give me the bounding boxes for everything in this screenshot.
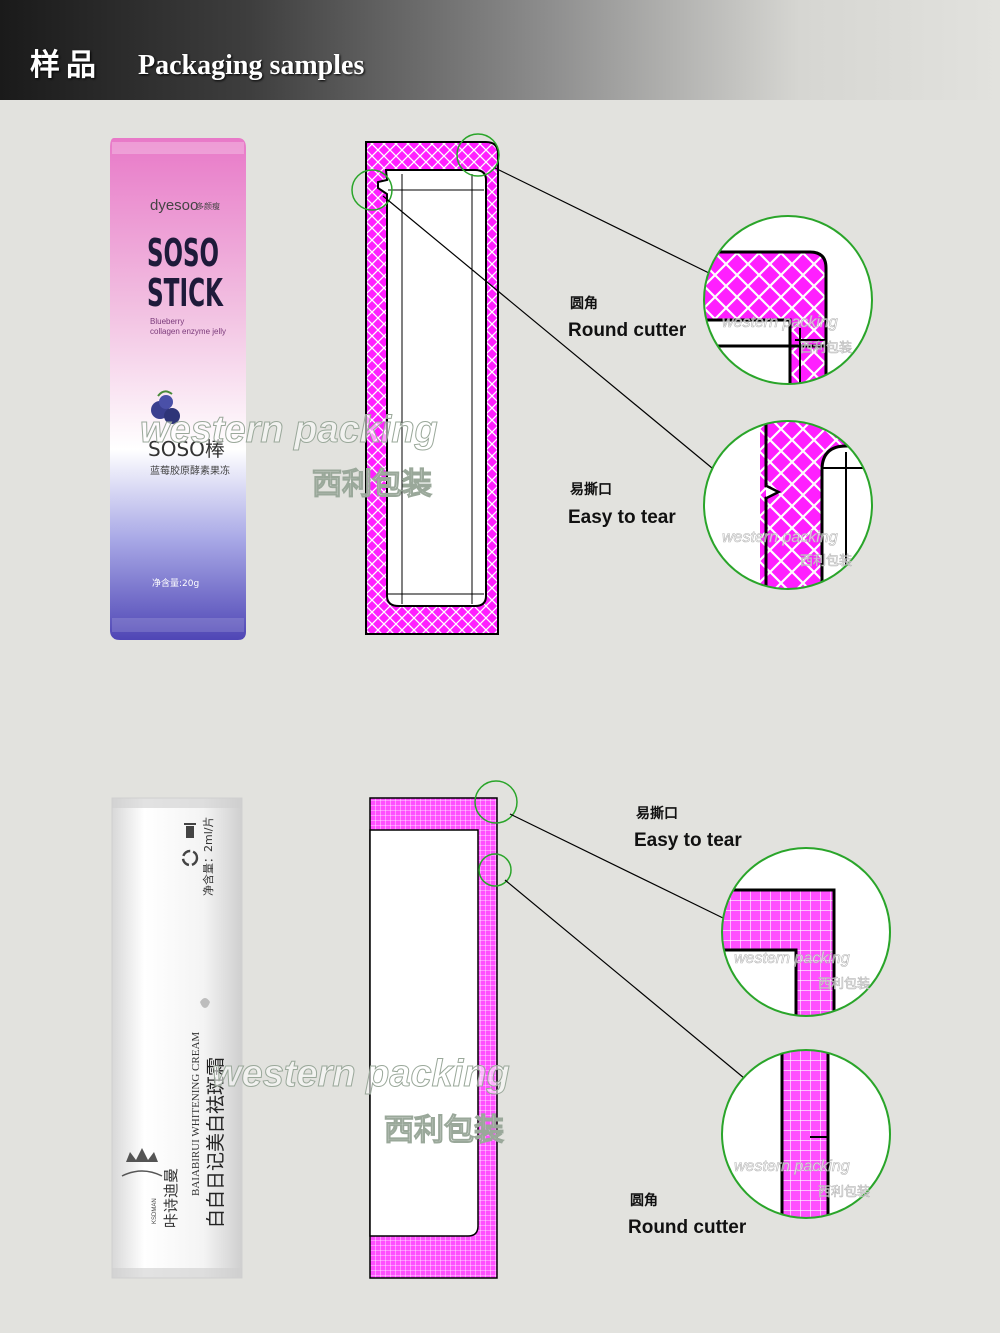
sample1-brand-zh: 多颜瘦 <box>196 201 220 211</box>
svg-text:西利包装: 西利包装 <box>800 554 852 569</box>
sample1-easy-tear-zoom: western packing 西利包装 <box>703 420 873 590</box>
sample1-desc-line1: Blueberry <box>150 317 184 326</box>
blueberry-icon <box>151 390 180 424</box>
sample1-round-cutter-label-en: Round cutter <box>568 320 687 341</box>
sample1-product-line2: STICK <box>147 271 224 315</box>
svg-text:western packing: western packing <box>722 314 838 331</box>
sample1-round-cutter-zoom: western packing 西利包装 <box>703 215 873 385</box>
svg-text:western packing: western packing <box>722 529 838 546</box>
sample2-brand-zh: 咔诗迪曼 <box>162 1168 180 1228</box>
sample2-net-weight: 净含量：2ml/片 <box>201 817 215 896</box>
sample1-product-photo: dyesoo 多颜瘦 SOSO STICK Blueberry collagen… <box>110 138 246 640</box>
sample2-easy-tear-zoom: western packing 西利包装 <box>721 847 891 1017</box>
sample2-easy-tear-label-en: Easy to tear <box>634 830 742 851</box>
sample2-round-cutter-zoom: western packing 西利包装 <box>721 1049 891 1219</box>
sample2-tear-marker <box>474 780 518 824</box>
trash-bin-icon <box>184 823 196 838</box>
sample2-brand-en: KSDMAN <box>152 1198 158 1224</box>
sample2-product-en: BAIABIRUI WHITENING CREAM <box>190 1032 202 1196</box>
drop-icon <box>200 998 210 1008</box>
sample2-product-zh: 白白日记美白祛斑霜 <box>205 1057 227 1228</box>
watermark-zh-bottom: 西利包装 <box>384 1113 504 1148</box>
svg-text:西利包装: 西利包装 <box>818 977 870 992</box>
sample2-product-photo: 净含量：2ml/片 BAIABIRUI WHITENING CREAM 白白日记… <box>111 797 243 1279</box>
sample1-net-weight: 净含量:20g <box>152 577 199 589</box>
sample1-dieline <box>351 133 713 635</box>
sample1-desc-line2: collagen enzyme jelly <box>150 327 226 336</box>
watermark-en-bottom: western packing <box>212 1053 510 1095</box>
sample1-sub-name: SOSO棒 <box>148 437 225 461</box>
sample1-easy-tear-label-zh: 易撕口 <box>570 481 612 498</box>
crown-logo-icon <box>121 1148 163 1177</box>
sample1-brand: dyesoo <box>150 197 198 214</box>
svg-text:西利包装: 西利包装 <box>800 341 852 356</box>
sample2-dieline <box>369 780 745 1279</box>
sample1-easy-tear-label-en: Easy to tear <box>568 507 676 528</box>
sample1-sub-desc: 蓝莓胶原酵素果冻 <box>150 464 230 477</box>
sample2-easy-tear-label-zh: 易撕口 <box>636 805 678 822</box>
sample1-round-cutter-marker <box>456 133 500 177</box>
header-title-en: Packaging samples <box>138 50 365 81</box>
recycle-icon <box>181 849 199 867</box>
sample2-round-cutter-label-zh: 圆角 <box>630 1192 658 1209</box>
sample1-tear-marker <box>351 169 393 211</box>
watermark-zh-top: 西利包装 <box>312 467 432 502</box>
header-title-zh: 样品 <box>30 48 102 83</box>
sample2-round-cutter-label-en: Round cutter <box>628 1217 747 1238</box>
sample1-round-cutter-label-zh: 圆角 <box>570 295 598 312</box>
svg-text:西利包装: 西利包装 <box>818 1185 870 1200</box>
watermark-en-top: western packing <box>140 409 438 451</box>
sample2-round-cutter-marker <box>478 853 512 887</box>
header-banner: 样品 Packaging samples <box>0 0 1000 100</box>
sample1-product-line1: SOSO <box>147 231 219 275</box>
svg-text:western packing: western packing <box>734 950 850 967</box>
svg-text:western packing: western packing <box>734 1158 850 1175</box>
